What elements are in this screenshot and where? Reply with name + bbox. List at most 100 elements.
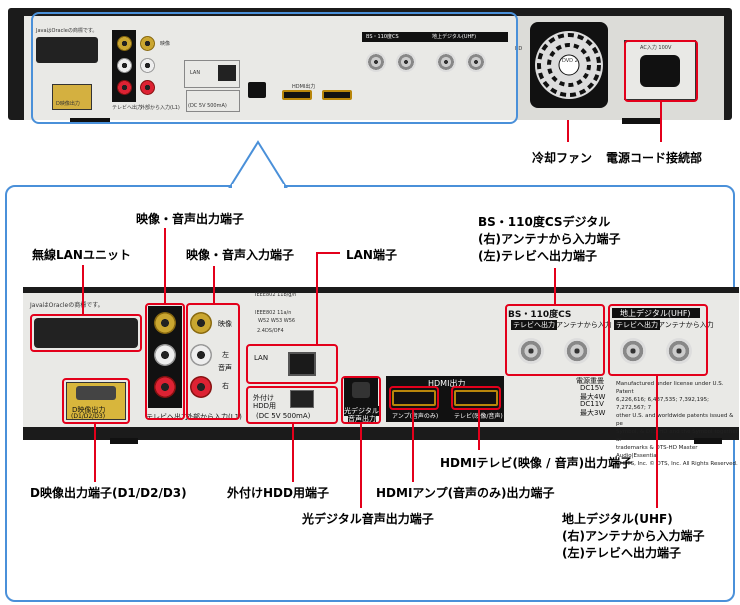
zoom-highlight-box [31,12,518,124]
ieee-2: IEEE802 11a/n [255,310,292,316]
device-rear-zoomed [23,287,739,440]
lan-label-bottom: LAN [254,354,269,362]
bd-text: BD [515,46,523,52]
license-text: Manufactured under license under U.S. Pa… [616,380,740,468]
video-label: 映像 [160,41,171,47]
wireless-lan-highlight [30,314,142,352]
callout-optical: 光デジタル音声出力端子 [302,512,434,526]
callout-line-hdd [292,424,294,482]
callout-line-hdmi-amp [412,410,414,482]
left-label-bottom: 左 [222,351,229,359]
callout-line-bs [554,268,556,304]
dc-label-bottom: (DC 5V 500mA) [256,412,311,420]
d-video-port [52,84,92,110]
callout-line-lan-v [316,252,318,345]
device-foot [694,438,722,444]
callout-av-out: 映像・音声出力端子 [136,212,245,226]
hdmi-amp-highlight [389,386,439,410]
bs-highlight [505,304,605,376]
power-supply-2: DC15V [580,384,604,392]
bs-tv-out-label: テレビへ出力 [511,320,557,330]
wireless-lan-unit [34,318,138,348]
terr-header [428,32,508,42]
ieee-1: IEEE802 11b/g/n [255,292,297,298]
panel-pointer [228,140,288,188]
fan-text: DVD 2 [562,58,578,64]
callout-bs-3: (左)テレビへ出力端子 [478,249,597,263]
video-out-jack [154,312,176,334]
callout-d-video: D映像出力端子(D1/D2/D3) [30,486,187,500]
hdmi-out-label: HDMI出力 [292,84,316,90]
ext-hdd-highlight [246,386,338,424]
callout-line-d [94,424,96,482]
java-notice: JavaはOracleの商標です。 [36,28,98,34]
tv-out-label: テレビへ出力 [112,105,143,111]
usb-hdd-port [290,390,314,408]
right-label-bottom: 右 [222,382,229,390]
lan-label: LAN [190,70,201,76]
bs-tv-out-connector [518,338,544,364]
wireless-lan-module [36,37,98,63]
terr-tv-out-connector [436,52,456,72]
audio-right-out-jack [117,80,132,95]
power-supply-4: DC11V [580,400,604,408]
terr-label: 地上デジタル(UHF) [432,34,477,40]
hdmi-out-label: HDMI出力 [428,379,466,388]
audio-left-in-jack [140,58,155,73]
av-in-highlight [186,303,240,420]
callout-av-in: 映像・音声入力端子 [186,248,295,262]
callout-line-hdmi-tv [478,410,480,450]
audio-left-out-jack [154,344,176,366]
optical-highlight [341,376,381,424]
callout-line-optical [360,424,362,508]
power-supply-3: 最大4W [580,393,606,401]
terr-antenna-in-connector [666,338,692,364]
video-out-jack [117,36,132,51]
lan-port [218,65,236,81]
fan-callout: 冷却ファン [532,151,593,165]
bs-header [362,32,438,42]
d-out-label-bottom: D映像出力 [72,406,106,414]
device-foot [110,438,138,444]
band-label: 2.4DS/OF4 [257,328,284,334]
amp-label: アンプ(音声のみ) [392,413,439,420]
hdmi-tv-port [454,390,498,406]
callout-line-terr [656,376,658,508]
terr-antenna-in-connector [466,52,486,72]
ext-hdd-label-2: HDD用 [253,402,277,410]
power-callout-line [660,100,662,142]
d-video-connector [76,386,116,400]
license-line: Symbol, & DTS-HD and the Symbol together… [616,429,739,443]
audio-right-in-jack [190,376,212,398]
lan-highlight [246,344,338,384]
tv-out-label-bottom: テレビへ出力 [146,413,188,421]
terr-title: 地上デジタル(UHF) [620,309,691,318]
ext-hdd-area [186,90,240,112]
audio-left-out-jack [117,58,132,73]
device-foot [622,118,662,124]
callout-line-av-in [213,266,215,304]
license-line: 6,226,616; 6,487,535; 7,392,195; 7,272,5… [616,397,710,411]
bs-antenna-in-connector [564,338,590,364]
power-supply-1: 電源重畳 [576,377,604,385]
optical-port [352,382,370,398]
license-line: trademarks & DTS-HD Master Audio|Essenti… [616,445,698,459]
power-supply-5: 最大3W [580,409,606,417]
ac-inlet-area [624,40,696,100]
terr-title-bg [612,308,700,318]
d-video-highlight [62,378,130,424]
audio-right-in-jack [140,80,155,95]
optical-label-2: 音声出力 [348,414,376,424]
callout-line-wlan [82,265,84,315]
bs-antenna-in-connector [396,52,416,72]
terr-antenna-in-label: アンテナから入力 [658,321,714,329]
video-label-bottom: 映像 [218,320,232,328]
terr-tv-out-label: テレビへ出力 [614,320,660,330]
license-line: other U.S. and worldwide patents issued … [616,413,734,427]
java-notice-bottom: JavaはOracleの商標です。 [30,302,104,309]
callout-terr-2: (右)アンテナから入力端子 [562,529,705,543]
ac-socket [640,55,680,87]
ws-label: W52 W53 W56 [258,318,296,324]
license-line: of DTS, Inc. © DTS, Inc. All Rights Rese… [616,461,738,467]
bs-antenna-in-label: アンテナから入力 [556,321,612,329]
